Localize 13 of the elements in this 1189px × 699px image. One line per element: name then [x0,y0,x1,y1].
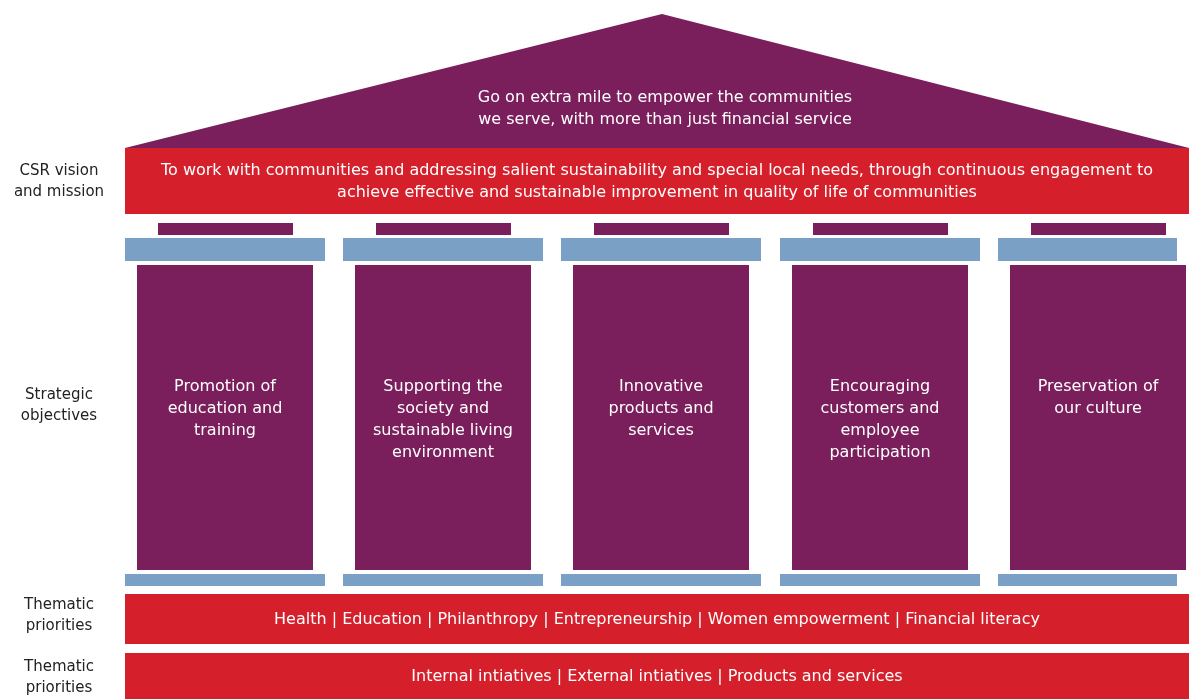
row-label: Thematic priorities [23,656,95,698]
pillar-column: Innovative products and services [573,265,749,570]
priorities-banner: Health | Education | Philanthropy | Entrepreneurship | Women empowerment | Financial literacy [125,594,1189,644]
pillar-column: Preservation of our culture [1010,265,1186,570]
roof-text: Go on extra mile to empower the communities we serve, with more than just financial service [476,86,854,130]
pillar-column: Promotion of education and training [137,265,313,570]
row-label: CSR vision and mission [12,160,106,202]
row-label: Thematic priorities [23,594,95,636]
mission-banner: To work with communities and addressing salient sustainability and special local needs, through continuous engagement to achieve effective and sustainable improvement in quality of life of communities [125,148,1189,214]
row-label: Strategic objectives [19,384,99,426]
pillar-column: Supporting the society and sustainable living environment [355,265,531,570]
initiatives-banner: Internal intiatives | External intiatives | Products and services [125,653,1189,699]
pillar-column: Encouraging customers and employee participation [792,265,968,570]
